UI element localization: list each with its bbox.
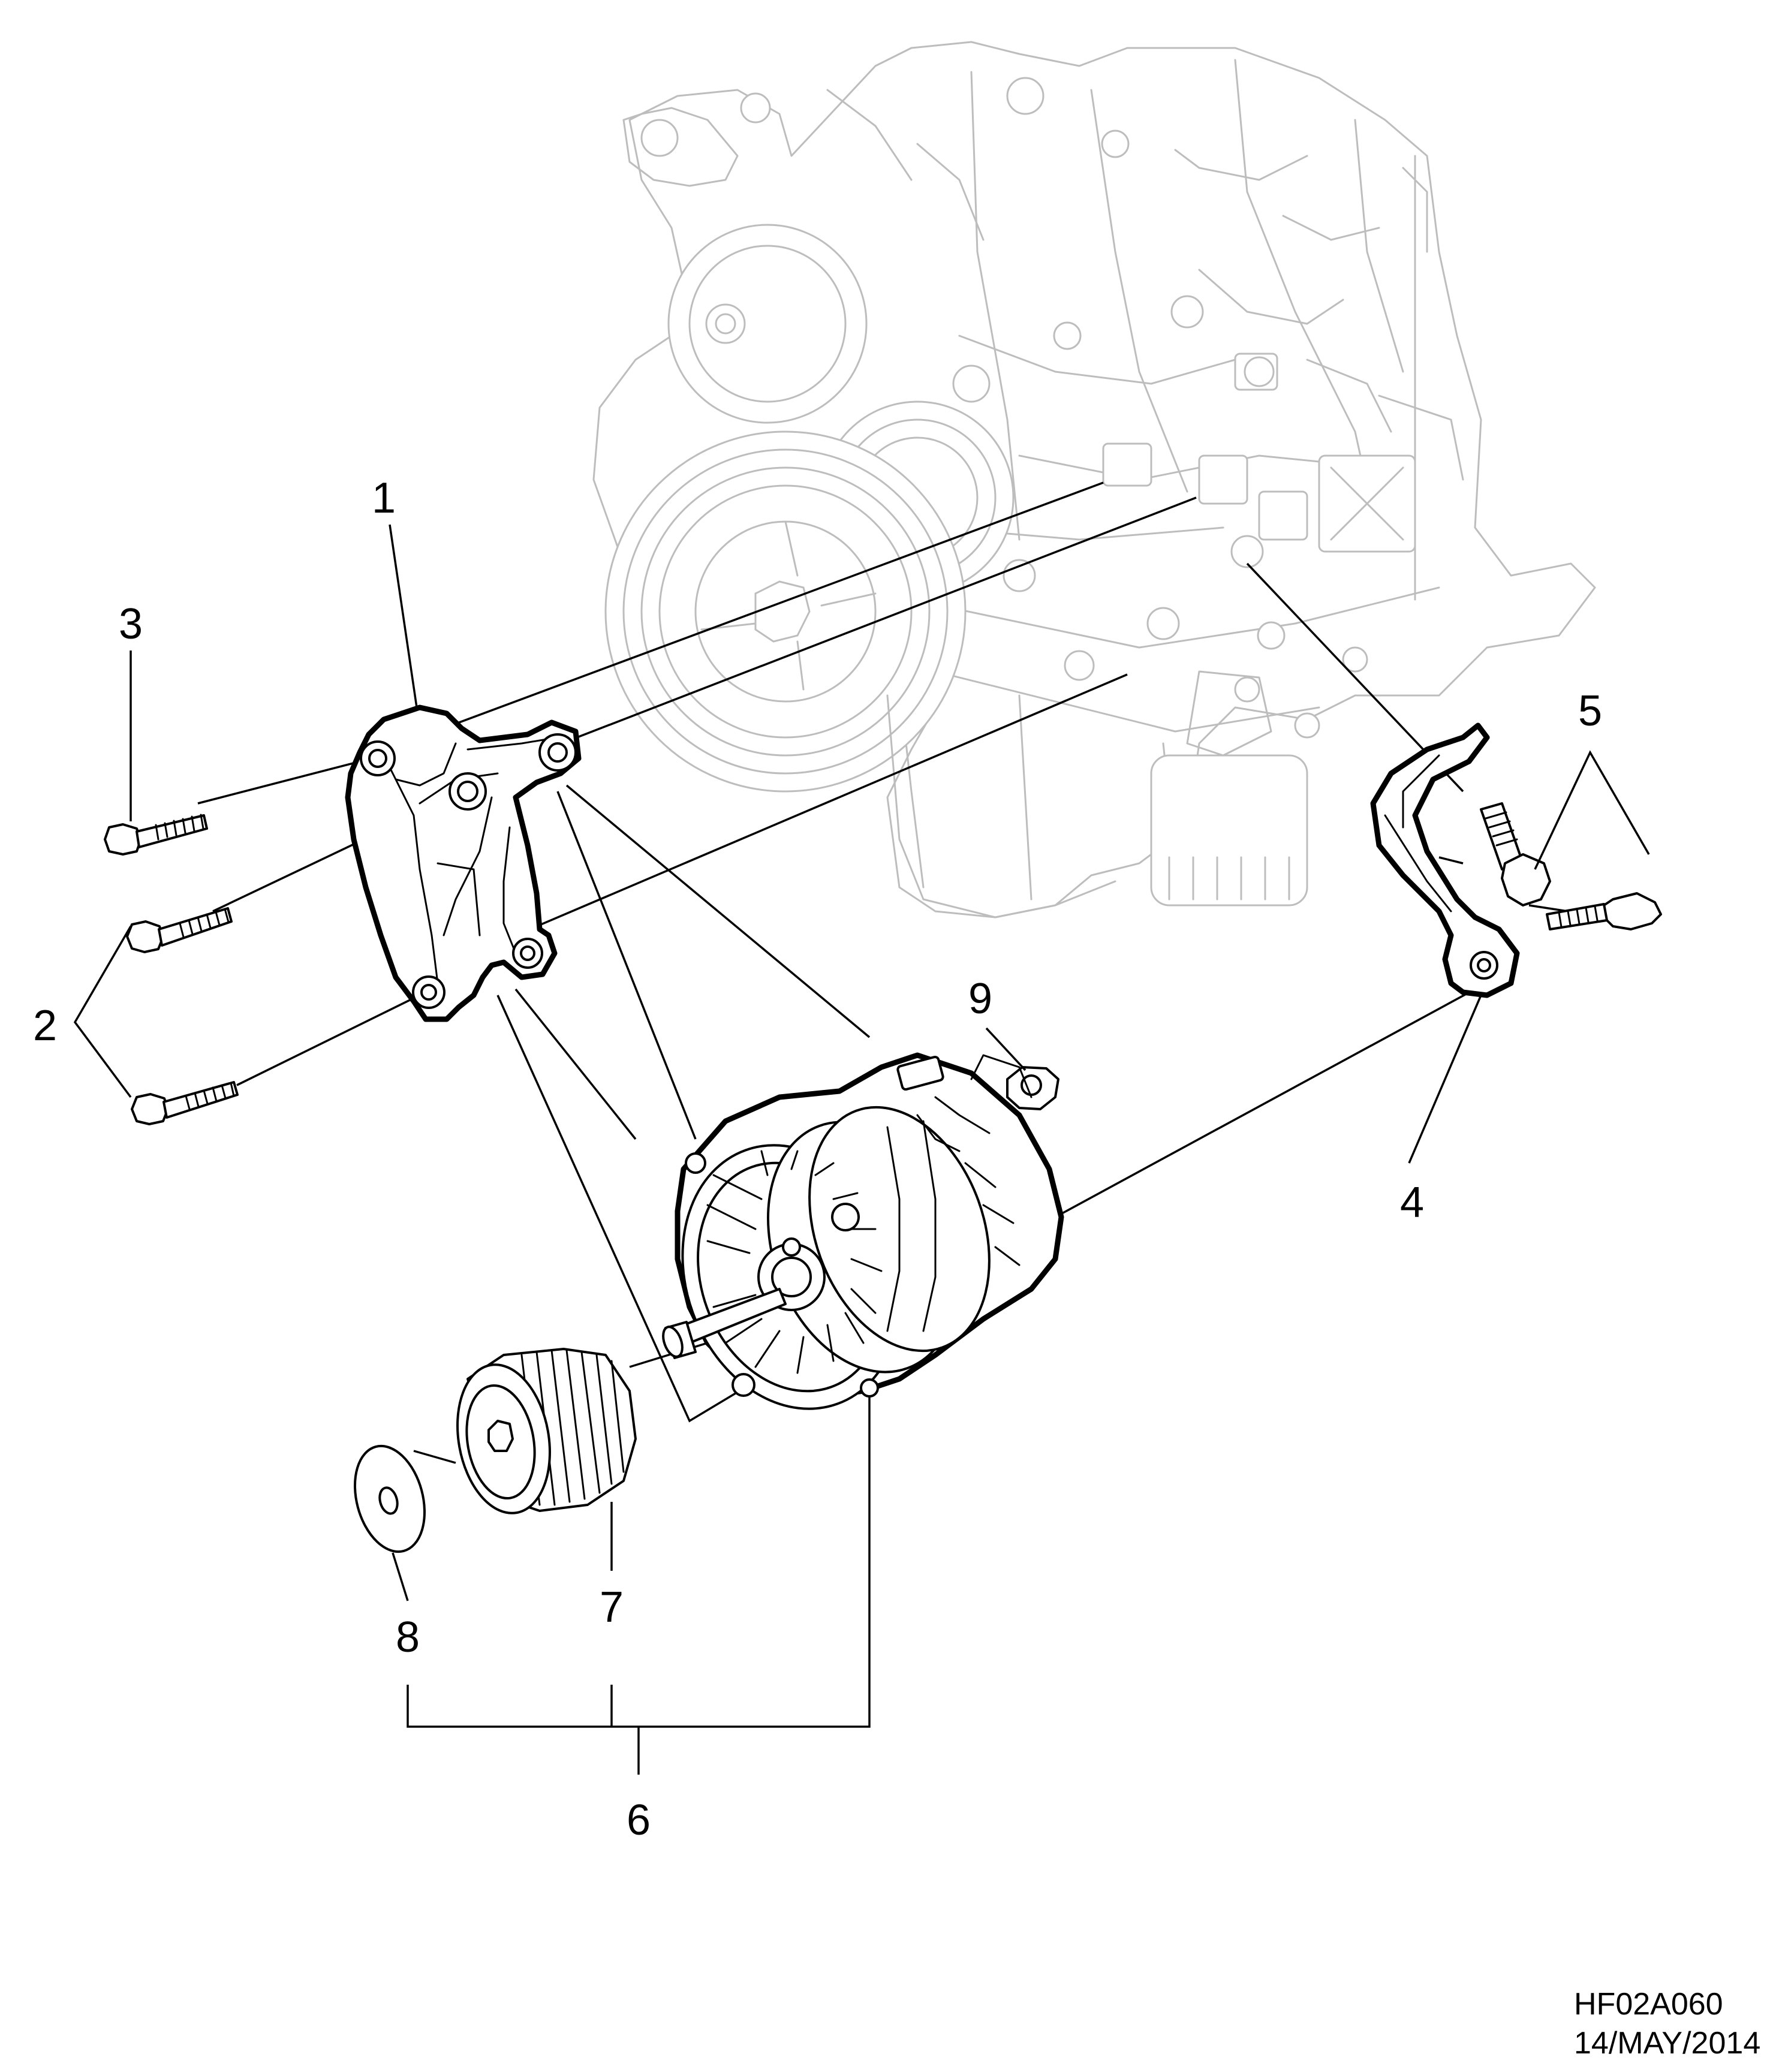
callout-numbers: 1 2 3 4 5 6 7 8 9 — [33, 474, 1602, 1844]
bolt-part-3 — [104, 814, 208, 856]
bolt-part-2-upper — [126, 907, 233, 953]
drawing-code: HF02A060 — [1574, 1987, 1723, 2022]
callout-4: 4 — [1400, 1179, 1424, 1227]
callout-9: 9 — [968, 975, 992, 1023]
callout-3: 3 — [119, 600, 143, 648]
nut-part-9 — [1006, 1066, 1059, 1110]
alternator — [662, 1052, 1064, 1410]
bolt-part-5-lower — [1546, 892, 1662, 930]
callout-6: 6 — [627, 1796, 651, 1844]
washer-part-8 — [353, 1444, 426, 1553]
engine-block-background — [592, 41, 1596, 918]
callout-leaders — [73, 524, 1650, 1775]
callout-1: 1 — [372, 474, 396, 522]
drawing-stamp: HF02A060 14/MAY/2014 — [1574, 1987, 1760, 2061]
callout-7: 7 — [600, 1583, 624, 1631]
callout-5: 5 — [1578, 687, 1602, 735]
callout-2: 2 — [33, 1002, 57, 1050]
rear-support-bracket — [1370, 722, 1520, 998]
callout-8: 8 — [396, 1613, 420, 1661]
alternator-bracket — [345, 704, 582, 1022]
drawing-date: 14/MAY/2014 — [1574, 2026, 1760, 2061]
bolt-part-5-upper — [1480, 802, 1551, 907]
pulley-part-7 — [456, 1348, 637, 1514]
bolt-part-2-lower — [131, 1081, 239, 1125]
